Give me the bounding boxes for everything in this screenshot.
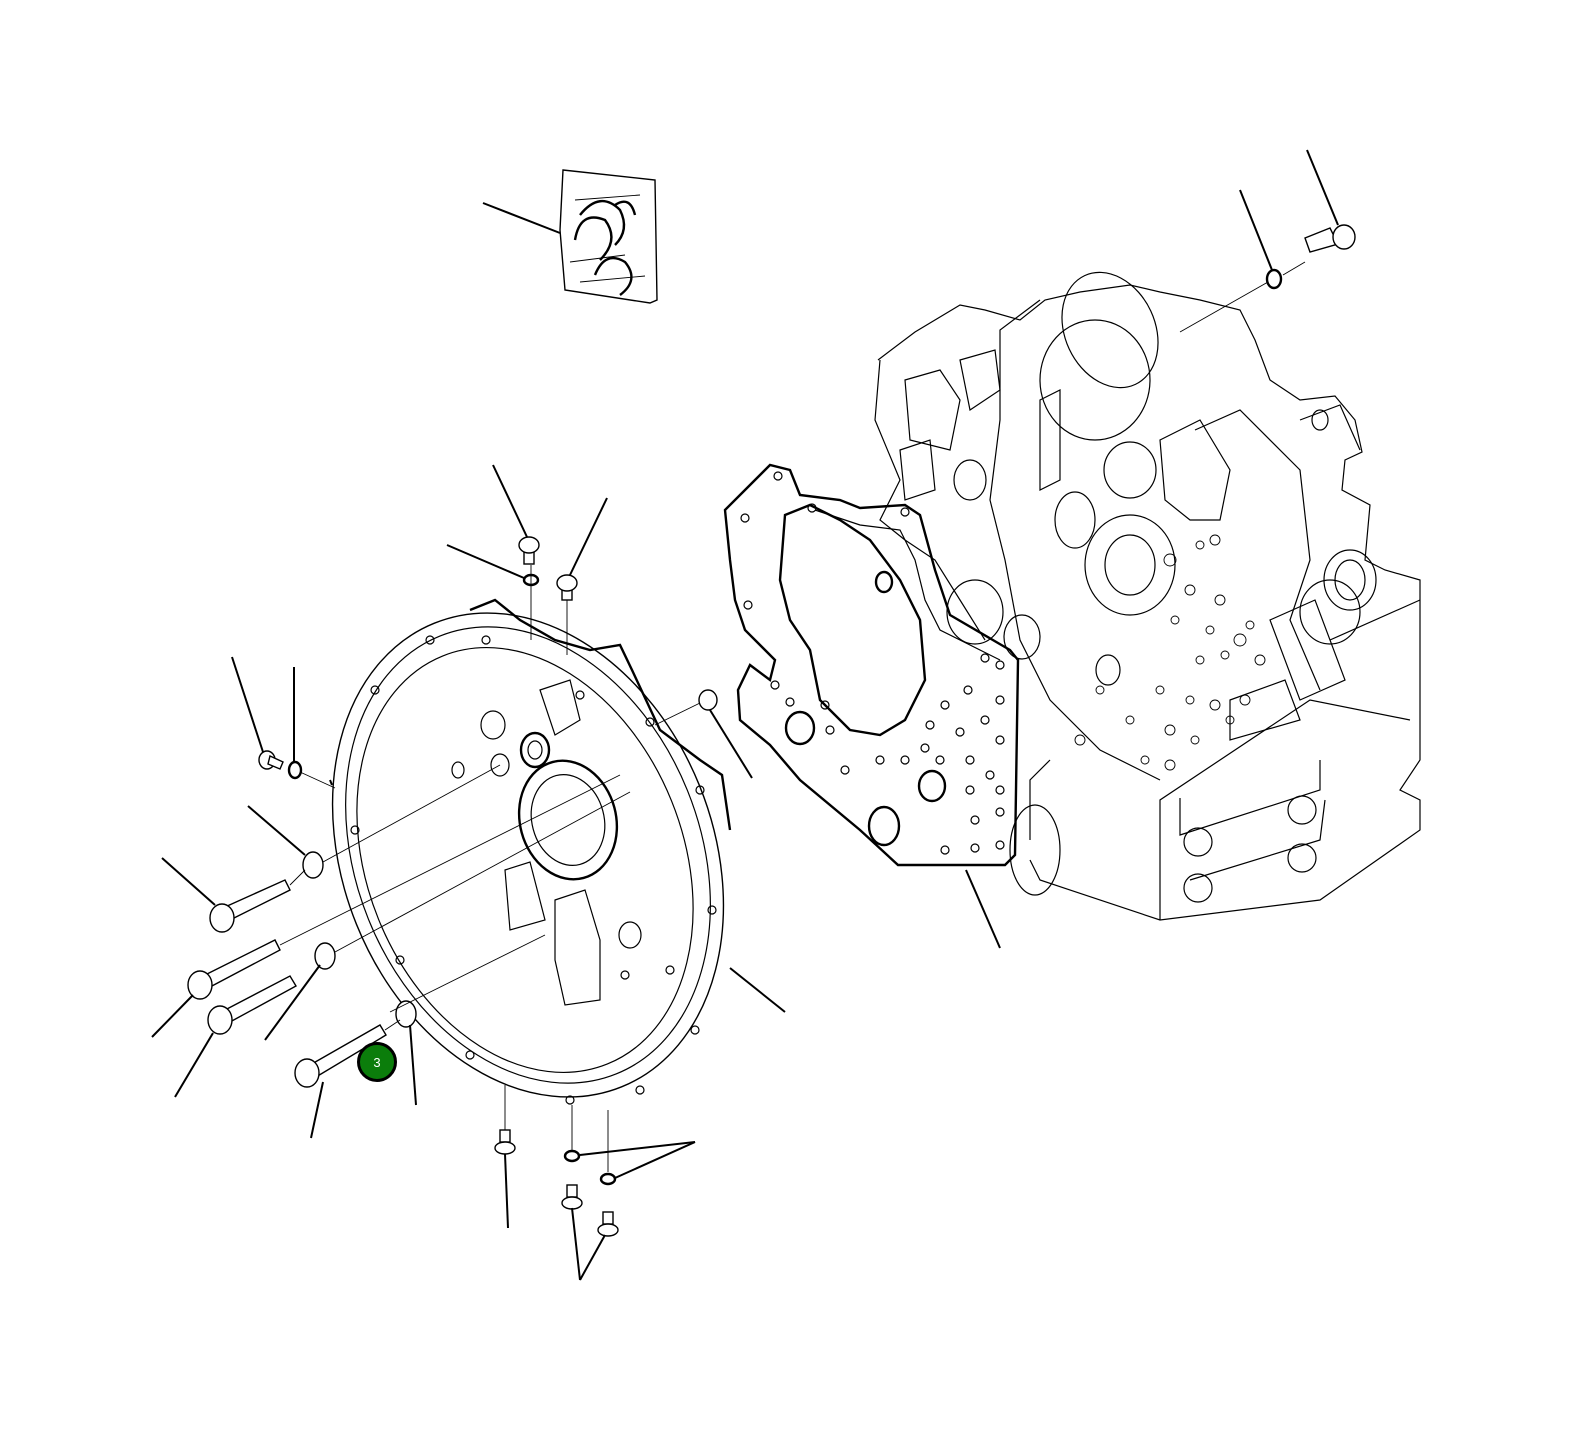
callout-marker-3[interactable]: 3 xyxy=(357,1042,397,1082)
flat-washer-2 xyxy=(314,942,336,970)
lock-washer xyxy=(1265,268,1283,290)
hex-bolt-3 xyxy=(207,975,297,1035)
assembly-centerlines xyxy=(279,261,1306,1172)
flywheel-housing xyxy=(331,598,732,1105)
small-bolt-bottom-2 xyxy=(561,1184,583,1210)
housing-gasket-plate xyxy=(723,463,1020,867)
small-bolt-bottom-3 xyxy=(597,1211,619,1237)
hex-bolt-1 xyxy=(209,879,291,933)
o-ring-bottom-2 xyxy=(599,1172,617,1186)
small-bolt-top-left xyxy=(518,536,540,565)
small-bolt-bottom-1 xyxy=(494,1129,516,1155)
hex-bolt-4 xyxy=(294,1024,387,1088)
small-bolt-right xyxy=(698,689,718,711)
o-ring-left xyxy=(287,760,303,780)
o-ring-bottom-1 xyxy=(563,1149,581,1163)
flat-washer-1 xyxy=(302,851,324,879)
engine-block xyxy=(874,271,1421,921)
flat-washer-3 xyxy=(395,1000,417,1028)
socket-head-screw xyxy=(1304,224,1356,253)
leader-lines xyxy=(151,149,1339,1281)
small-flange-bolt xyxy=(258,750,284,770)
hex-bolt-2 xyxy=(187,939,281,1000)
seal-kit-packet xyxy=(559,169,658,304)
small-bolt-top-right xyxy=(556,574,578,601)
callout-label: 3 xyxy=(373,1054,381,1070)
